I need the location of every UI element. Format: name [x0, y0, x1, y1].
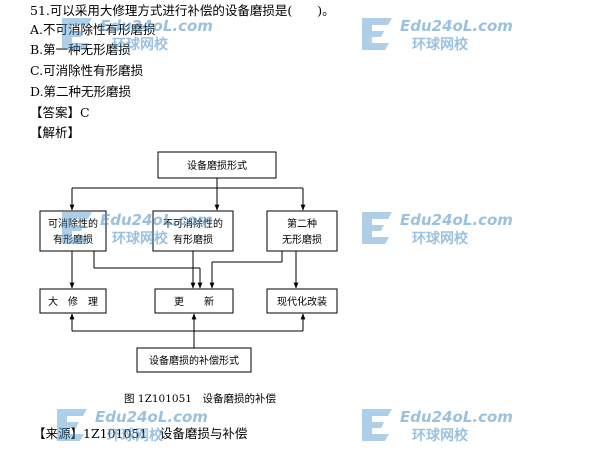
label-overhaul: 大 修 理 — [48, 295, 98, 308]
answer-line: 【答案】C — [30, 105, 90, 120]
label-compensation-forms: 设备磨损的补偿形式 — [149, 354, 239, 367]
figure-caption: 图 1Z101051 设备磨损的补偿 — [124, 392, 276, 405]
option-b: B.第一种无形磨损 — [30, 42, 131, 57]
label-second-2: 无形磨损 — [282, 233, 322, 246]
label-removable-1: 可消除性的 — [48, 217, 98, 230]
option-d: D.第二种无形磨损 — [30, 84, 132, 99]
label-wear-forms: 设备磨损形式 — [187, 159, 247, 172]
box-overhaul — [39, 288, 107, 314]
box-renewal — [154, 288, 234, 314]
wear-compensation-diagram: 设备磨损形式 可消除性的 有形磨损 不可消除性的 有形磨损 第二种 无形磨损 大… — [39, 151, 338, 405]
question-stem: 51.可以采用大修理方式进行补偿的设备磨损是( )。 — [30, 3, 335, 18]
box-second-intangible — [266, 210, 338, 252]
label-irremovable-1: 不可消除性的 — [163, 217, 223, 230]
label-second-1: 第二种 — [287, 217, 317, 230]
svg-text:环球网校: 环球网校 — [412, 427, 469, 444]
option-a: A.不可消除性有形磨损 — [30, 22, 156, 37]
svg-text:Edu24oL.com: Edu24oL.com — [400, 17, 513, 35]
label-modernization: 现代化改装 — [277, 295, 327, 308]
svg-text:环球网校: 环球网校 — [412, 36, 469, 53]
analysis-label: 【解析】 — [30, 125, 81, 140]
label-irremovable-2: 有形磨损 — [173, 233, 213, 246]
option-c: C.可消除性有形磨损 — [30, 63, 144, 78]
box-modernization — [266, 288, 338, 314]
label-renewal: 更 新 — [174, 295, 214, 308]
box-removable-tangible — [39, 210, 107, 252]
box-compensation-forms — [136, 347, 252, 373]
watermark-logo: Edu24oL.com 环球网校 — [362, 17, 513, 53]
source-line: 【来源】1Z101051 设备磨损与补偿 — [33, 426, 248, 441]
label-removable-2: 有形磨损 — [53, 233, 93, 246]
